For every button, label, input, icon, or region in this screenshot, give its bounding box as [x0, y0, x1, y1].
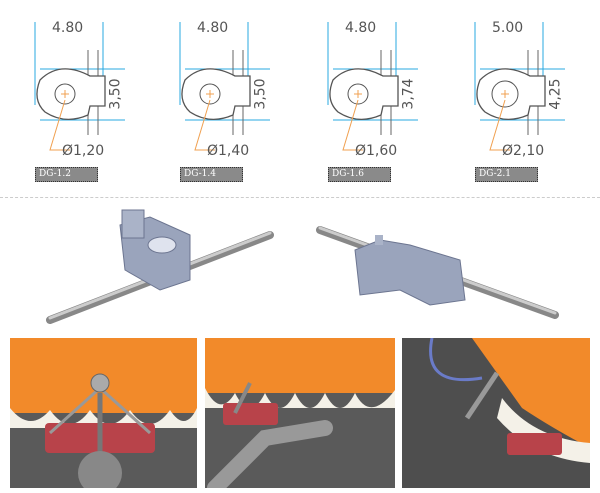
- model-label: DG-1.4: [180, 167, 243, 182]
- clinical-view-2: [205, 338, 395, 488]
- divider: [0, 197, 600, 198]
- width-dimension: 5.00: [492, 20, 524, 36]
- cross-section-icon: [179, 22, 270, 151]
- height-dimension: 3,50: [107, 78, 124, 110]
- guide-drawing: 4.80 3,74 Ø1,60 DG-1.6: [313, 0, 433, 190]
- guide-drawing: 5.00 4,25 Ø2,10 DG-2.1: [460, 0, 580, 190]
- width-dimension: 4.80: [197, 20, 229, 36]
- guide-drawing: 4.80 3,50 Ø1,20 DG-1.2: [20, 0, 140, 190]
- diameter-dimension: Ø2,10: [502, 143, 545, 159]
- drill-guide-render-back: [310, 205, 570, 330]
- cross-section-icon: [327, 22, 418, 151]
- clinical-view-1: [10, 338, 197, 488]
- model-label: DG-1.6: [328, 167, 391, 182]
- cross-section-icon: [34, 22, 125, 151]
- height-dimension: 3,74: [400, 78, 417, 110]
- height-dimension: 4,25: [547, 78, 564, 110]
- diameter-dimension: Ø1,60: [355, 143, 398, 159]
- model-label: DG-1.2: [35, 167, 98, 182]
- width-dimension: 4.80: [52, 20, 84, 36]
- diameter-dimension: Ø1,40: [207, 143, 250, 159]
- clinical-view-3: [402, 338, 590, 488]
- model-label: DG-2.1: [475, 167, 538, 182]
- width-dimension: 4.80: [345, 20, 377, 36]
- drill-guide-render-front: [40, 205, 300, 330]
- guide-drawing: 4.80 3,50 Ø1,40 DG-1.4: [165, 0, 285, 190]
- diameter-dimension: Ø1,20: [62, 143, 105, 159]
- height-dimension: 3,50: [252, 78, 269, 110]
- cross-section-icon: [474, 22, 565, 151]
